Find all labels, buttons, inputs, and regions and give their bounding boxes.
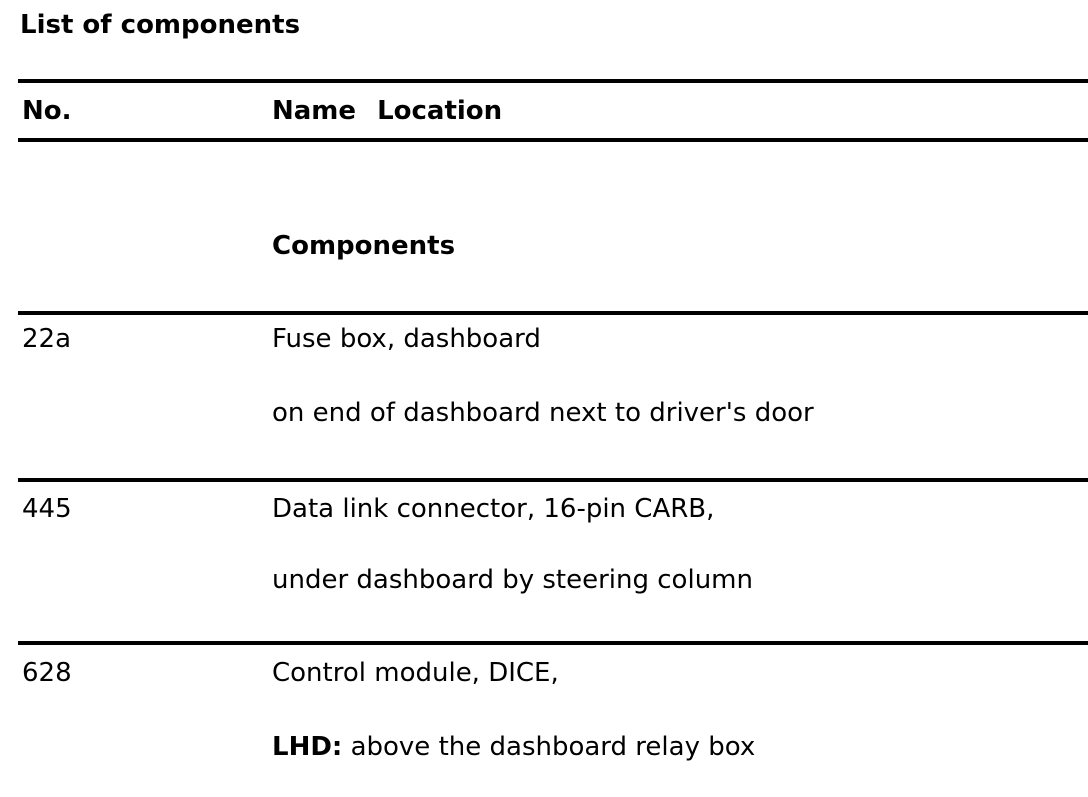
row-location-prefix: LHD: xyxy=(272,732,343,762)
row-location: on end of dashboard next to driver's doo… xyxy=(272,398,814,428)
table-header-row: No. Name Location xyxy=(0,83,1088,127)
row-name-location-cell: Fuse box, dashboard on end of dashboard … xyxy=(272,323,1088,429)
section-no-cell xyxy=(22,230,272,262)
row-location: LHD: above the dashboard relay box xyxy=(272,731,1088,763)
row-name: Control module, DICE, xyxy=(272,658,559,688)
row-divider-rule xyxy=(18,641,1088,645)
header-no: No. xyxy=(22,96,72,126)
table-row: 445 Data link connector, 16-pin CARB, un… xyxy=(0,482,1088,596)
row-no: 445 xyxy=(22,494,72,524)
row-no: 628 xyxy=(22,658,72,688)
page-title: List of components xyxy=(20,10,301,40)
table-top-rule xyxy=(18,79,1088,83)
section-bottom-rule xyxy=(18,311,1088,315)
header-bottom-rule xyxy=(18,138,1088,142)
row-divider-rule xyxy=(18,478,1088,482)
row-name-location-cell: Control module, DICE, LHD: above the das… xyxy=(272,657,1088,763)
component-list-page: List of components No. Name Location Com… xyxy=(0,9,1088,763)
row-name-location-cell: Data link connector, 16-pin CARB, under … xyxy=(272,493,1088,596)
table-row: 22a Fuse box, dashboard on end of dashbo… xyxy=(0,315,1088,429)
row-name: Fuse box, dashboard xyxy=(272,324,541,354)
table-row: 628 Control module, DICE, LHD: above the… xyxy=(0,645,1088,763)
header-name-location: Name Location xyxy=(272,96,503,126)
section-header-row: Components xyxy=(0,142,1088,262)
section-header-label: Components xyxy=(272,231,456,261)
row-location: under dashboard by steering column xyxy=(272,565,753,595)
row-no: 22a xyxy=(22,324,72,354)
row-location-text: above the dashboard relay box xyxy=(350,732,756,762)
row-name: Data link connector, 16-pin CARB, xyxy=(272,494,715,524)
